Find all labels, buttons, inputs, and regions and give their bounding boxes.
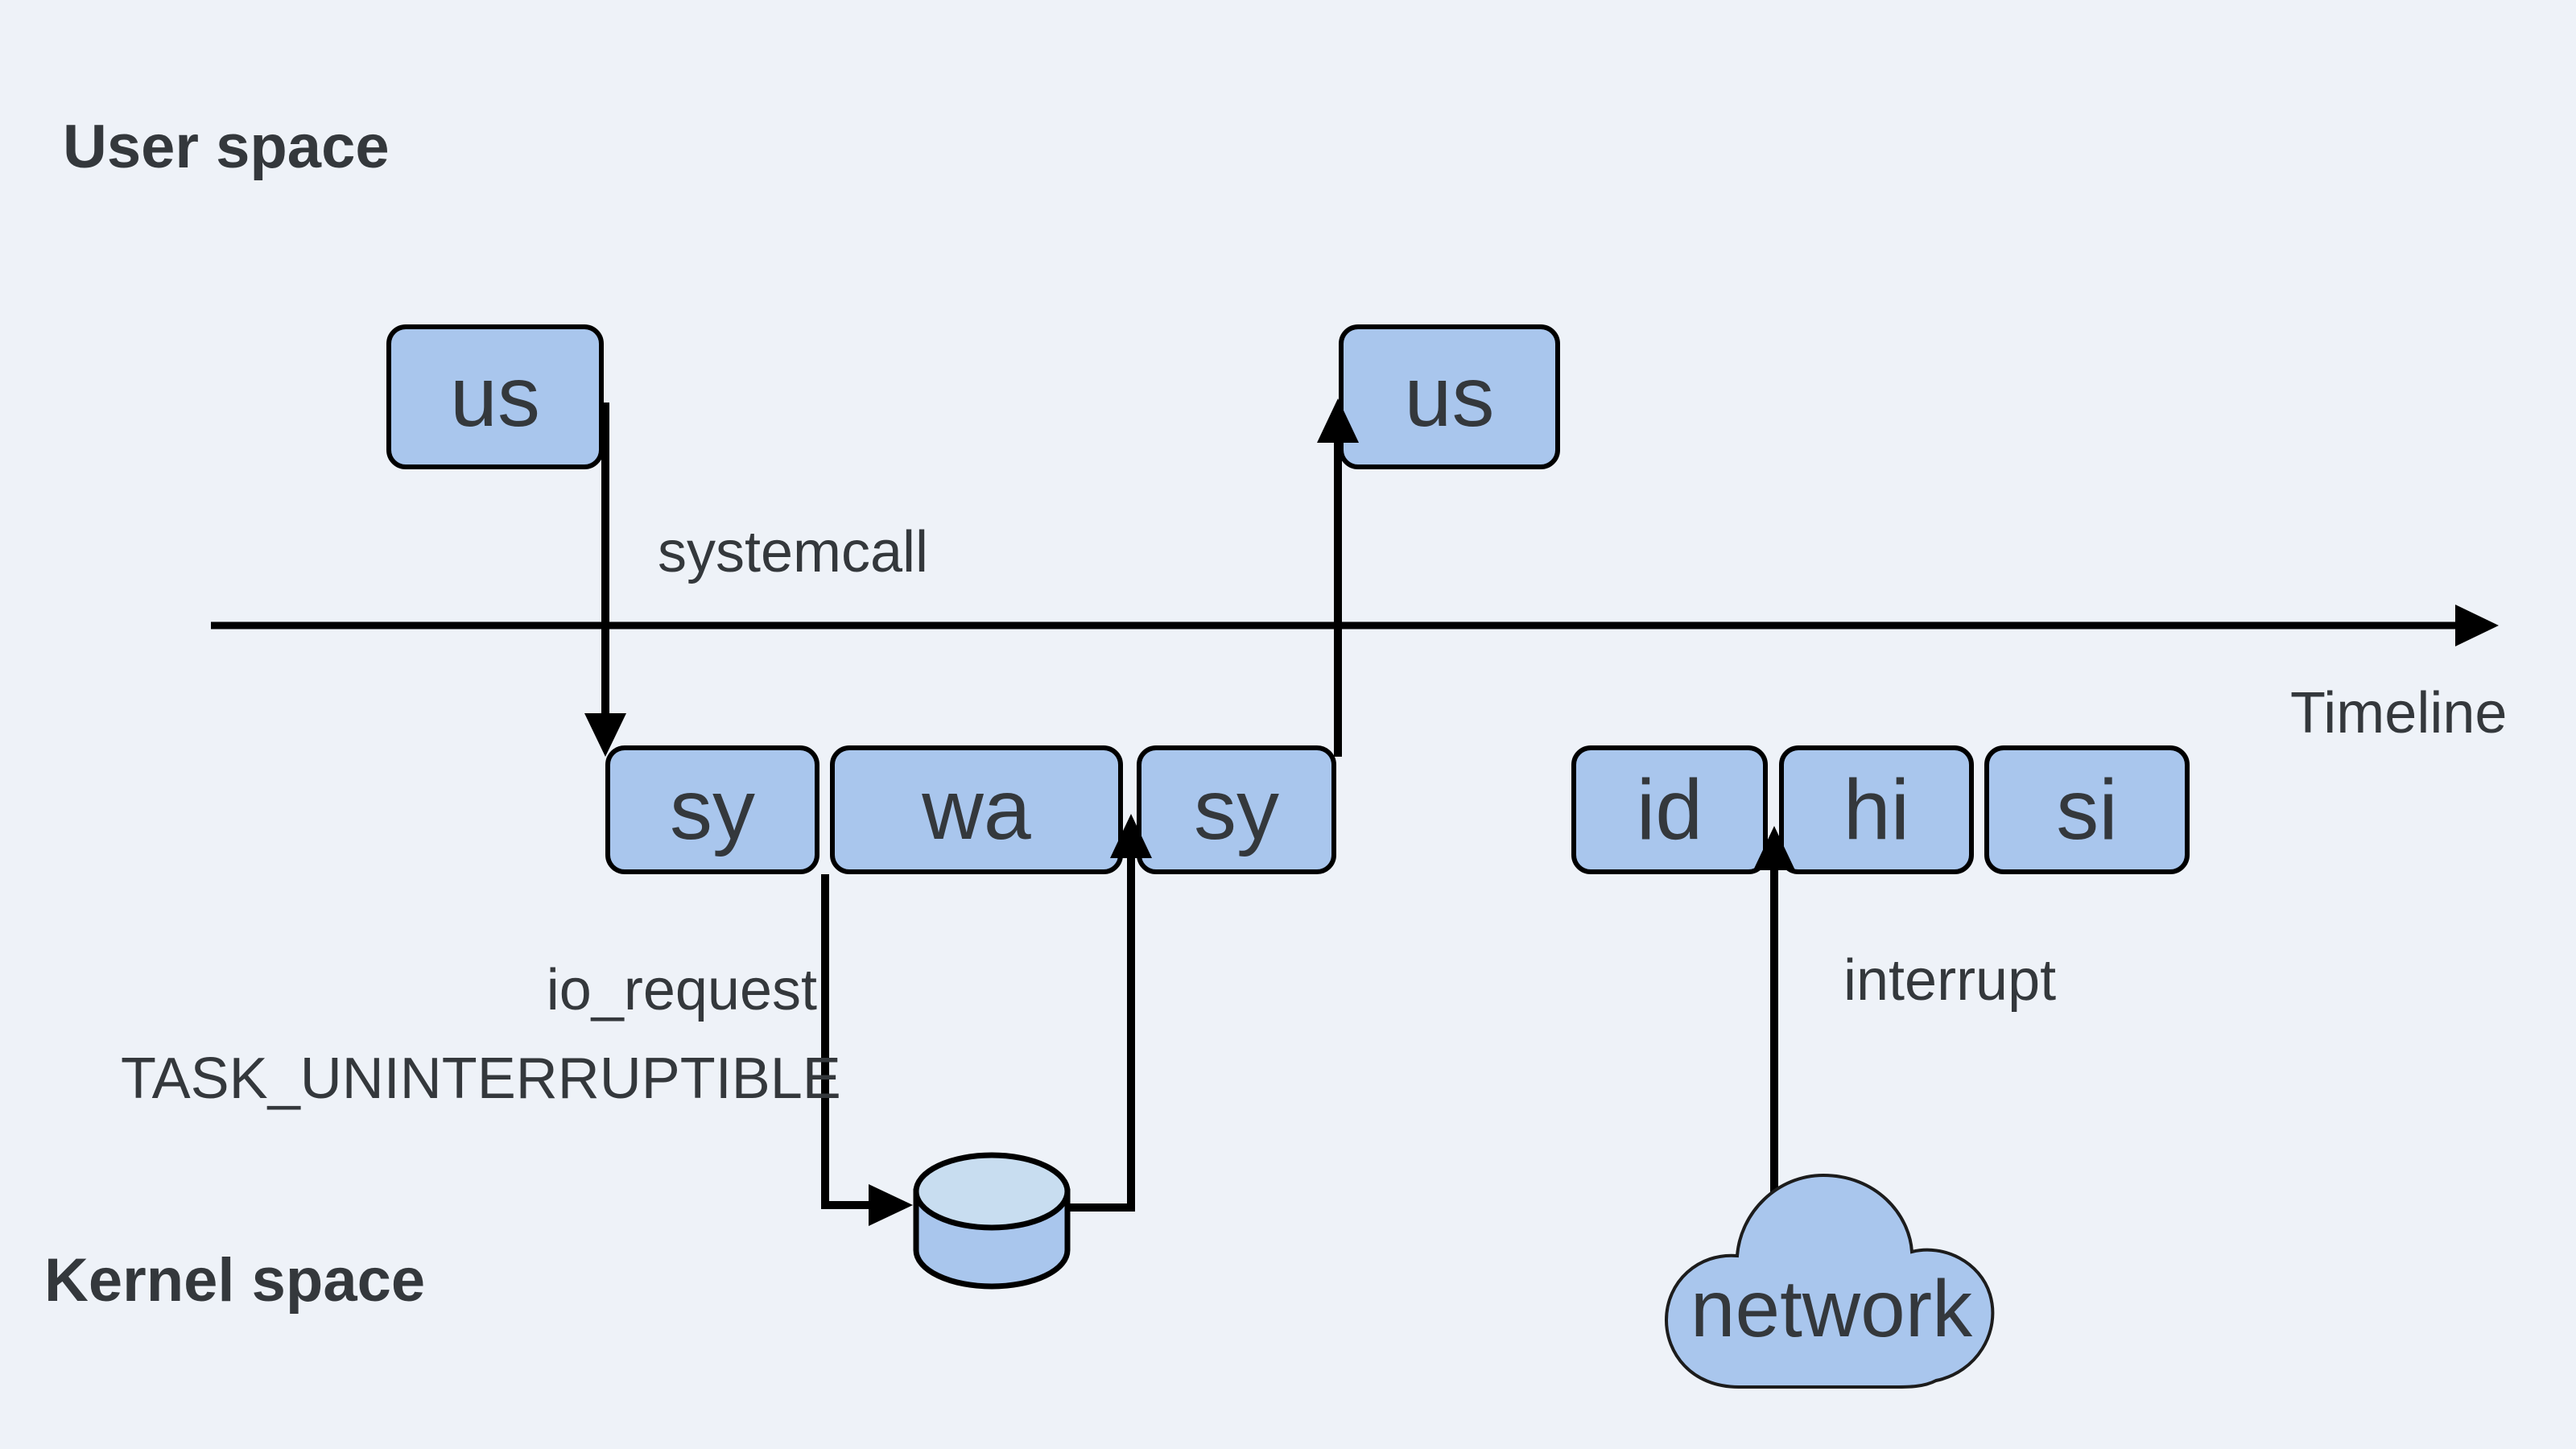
timeline-axis-arrow (211, 605, 2499, 646)
state-box-label: us (450, 349, 540, 444)
state-box-id: id (1571, 745, 1768, 874)
state-box-us-after: us (1339, 324, 1560, 469)
io-request-label: io_request (546, 958, 817, 1022)
state-box-hi: hi (1779, 745, 1974, 874)
state-box-label: sy (670, 762, 755, 857)
state-box-label: hi (1843, 762, 1910, 857)
state-box-label: si (2056, 762, 2118, 857)
state-box-label: sy (1194, 762, 1279, 857)
disk-icon (913, 1152, 1071, 1290)
state-box-label: wa (922, 762, 1031, 857)
state-box-us-before: us (386, 324, 604, 469)
state-box-label: id (1636, 762, 1703, 857)
systemcall-label: systemcall (657, 520, 929, 584)
state-box-sy-return: sy (1137, 745, 1336, 874)
user-space-label: User space (63, 113, 390, 181)
network-label: network (1690, 1264, 1973, 1354)
task-uninterruptible-label: TASK_UNINTERRUPTIBLE (121, 1046, 841, 1111)
state-box-label: us (1404, 349, 1495, 444)
state-box-si: si (1984, 745, 2190, 874)
state-box-wa: wa (830, 745, 1123, 874)
state-box-sy-enter: sy (605, 745, 819, 874)
interrupt-label: interrupt (1843, 948, 2057, 1013)
timeline-label: Timeline (2290, 681, 2508, 745)
interrupt-arrow (1753, 826, 1795, 1217)
kernel-space-label: Kernel space (44, 1246, 426, 1315)
